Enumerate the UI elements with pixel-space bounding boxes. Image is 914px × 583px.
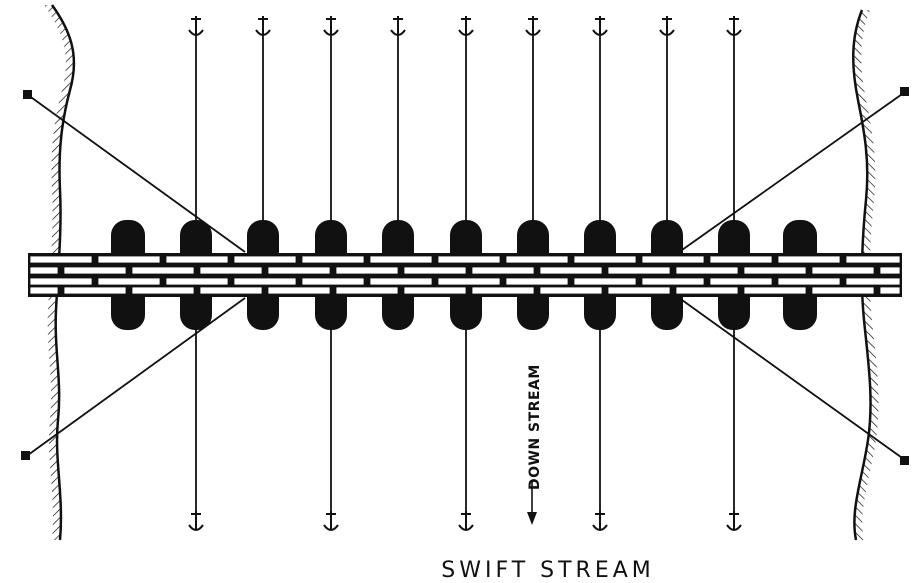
deck-plank (97, 277, 161, 286)
deck-plank (335, 266, 399, 275)
anchor-cables (195, 30, 735, 520)
deck-plank (165, 255, 229, 264)
downstream-anchor-icon (323, 511, 339, 531)
upstream-anchor-icon (390, 16, 406, 36)
deck-plank (437, 277, 501, 286)
downstream-anchor-icon (458, 511, 474, 531)
deck-plank (369, 277, 433, 286)
deck-plank (471, 286, 535, 295)
anchor-fluke (323, 524, 339, 531)
guy-line-lower-right (681, 299, 906, 461)
anchor-fluke (726, 29, 742, 36)
deck-plank (29, 266, 59, 275)
deck-plank (233, 255, 297, 264)
downstream-anchor-icon (726, 511, 742, 531)
upstream-anchor-icon (659, 16, 675, 36)
deck-plank (811, 266, 875, 275)
deck-plank (675, 266, 739, 275)
anchor-fluke (458, 29, 474, 36)
deck-plank (845, 255, 901, 264)
deck-plank (131, 266, 195, 275)
deck-plank (743, 286, 807, 295)
anchor-fluke (592, 524, 608, 531)
anchor-fluke (726, 524, 742, 531)
upstream-anchors (188, 16, 742, 36)
deck-plank (199, 266, 263, 275)
downstream-anchor-icon (592, 511, 608, 531)
deck-plank (845, 277, 901, 286)
anchor-fluke (390, 29, 406, 36)
anchor-fluke (323, 29, 339, 36)
bank-anchor (900, 87, 909, 96)
deck-plank (641, 255, 705, 264)
deck-plank (777, 277, 841, 286)
deck-plank (301, 255, 365, 264)
deck-plank (675, 286, 739, 295)
deck-plank (63, 286, 127, 295)
deck-plank (267, 266, 331, 275)
flow-arrow-head (527, 512, 537, 525)
deck-plank (641, 277, 705, 286)
downstream-anchor-icon (188, 511, 204, 531)
deck-plank (573, 255, 637, 264)
anchor-fluke (255, 29, 271, 36)
deck-plank (29, 255, 93, 264)
deck-plank (539, 266, 603, 275)
anchor-fluke (188, 524, 204, 531)
upstream-anchor-icon (255, 16, 271, 36)
upstream-anchor-icon (188, 16, 204, 36)
deck-plank (539, 286, 603, 295)
deck-plank (743, 266, 807, 275)
deck-plank (403, 266, 467, 275)
anchor-fluke (592, 29, 608, 36)
bank-anchor (23, 90, 32, 99)
anchor-fluke (458, 524, 474, 531)
deck-plank (335, 286, 399, 295)
deck-plank (29, 286, 59, 295)
deck-plank (233, 277, 297, 286)
deck-plank (165, 277, 229, 286)
deck-plank (131, 286, 195, 295)
bank-anchor (21, 451, 30, 460)
upstream-anchor-icon (726, 16, 742, 36)
deck-plank (879, 286, 901, 295)
upstream-anchor-icon (323, 16, 339, 36)
upstream-anchor-icon (458, 16, 474, 36)
flow-indicator: DOWN STREAM (527, 364, 543, 525)
diagram-caption: SWIFT STREAM (441, 558, 655, 583)
deck-plank (505, 255, 569, 264)
downstream-anchors (188, 511, 742, 531)
anchor-fluke (659, 29, 675, 36)
upstream-anchor-icon (525, 16, 541, 36)
deck-plank (607, 286, 671, 295)
deck-plank (199, 286, 263, 295)
deck-plank (403, 286, 467, 295)
deck-plank (811, 286, 875, 295)
deck-plank (437, 255, 501, 264)
guy-line-upper-right (681, 91, 906, 251)
deck-plank (369, 255, 433, 264)
deck-plank (777, 255, 841, 264)
flow-label: DOWN STREAM (527, 364, 543, 490)
deck-plank (29, 277, 93, 286)
deck-plank (301, 277, 365, 286)
deck-plank (267, 286, 331, 295)
deck-plank (573, 277, 637, 286)
deck-plank (505, 277, 569, 286)
deck-plank (879, 266, 901, 275)
deck-plank (607, 266, 671, 275)
deck-plank (709, 255, 773, 264)
deck-plank (97, 255, 161, 264)
deck-plank (63, 266, 127, 275)
anchor-fluke (525, 29, 541, 36)
bank-anchors (21, 87, 909, 465)
deck-plank (709, 277, 773, 286)
anchor-fluke (188, 29, 204, 36)
deck-plank (471, 266, 535, 275)
bank-anchor (900, 456, 909, 465)
upstream-anchor-icon (592, 16, 608, 36)
bridge-deck (28, 253, 902, 297)
